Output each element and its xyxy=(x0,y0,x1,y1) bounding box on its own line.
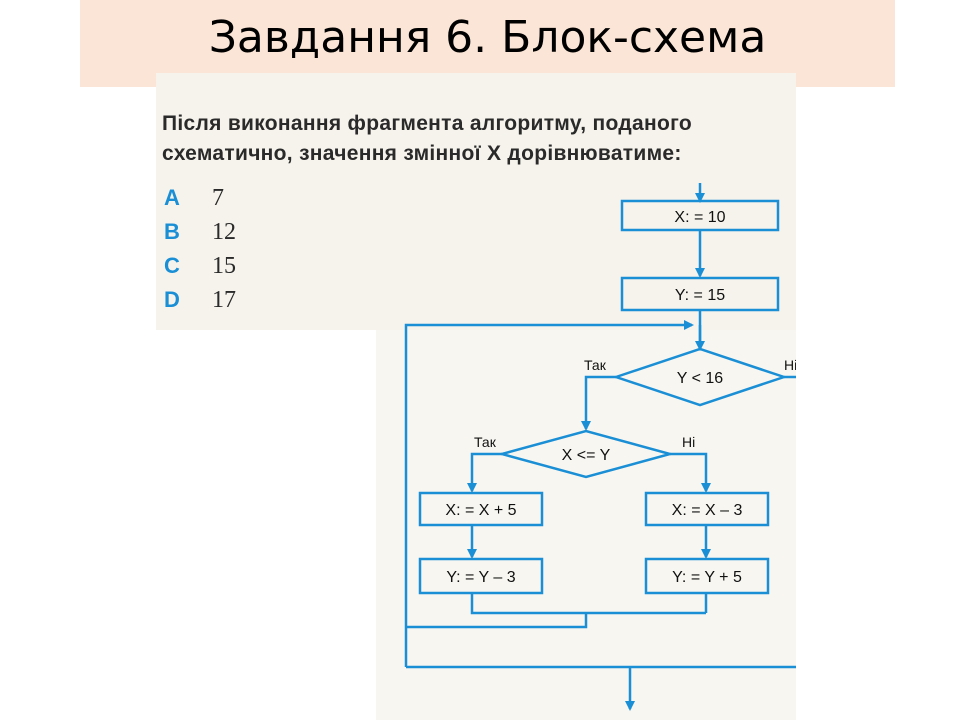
diamond-outer-condition xyxy=(612,347,788,407)
option-value: 17 xyxy=(212,286,236,313)
outer-yes-line xyxy=(581,375,616,431)
inner-no-line xyxy=(670,452,711,493)
option-letter: B xyxy=(164,219,180,244)
option-b: B 12 xyxy=(164,215,236,249)
block-x-plus-5 xyxy=(418,491,544,527)
question-text: Після виконання фрагмента алгоритму, под… xyxy=(162,109,782,169)
label-y-minus-3: Y: = Y – 3 xyxy=(446,569,515,586)
option-d: D 17 xyxy=(164,283,236,317)
question-line-1: Після виконання фрагмента алгоритму, под… xyxy=(162,112,692,135)
join-line xyxy=(470,593,706,615)
label-inner-condition: X <= Y xyxy=(562,447,611,464)
label-inner-no: Ні xyxy=(682,434,695,450)
flowchart: X: = 10 Y: = 15 Y < 16 X <= Y Так Ні Так… xyxy=(404,183,796,711)
block-y-plus-5 xyxy=(644,557,770,595)
diamond-inner-condition xyxy=(497,429,675,479)
option-letter: D xyxy=(164,287,180,312)
block-init-x xyxy=(620,199,780,232)
option-value: 7 xyxy=(212,184,224,211)
title-band: Завдання 6. Блок-схема xyxy=(80,0,895,87)
option-value: 15 xyxy=(212,252,236,279)
label-init-y: Y: = 15 xyxy=(675,287,725,304)
label-y-plus-5: Y: = Y + 5 xyxy=(672,569,742,586)
option-value: 12 xyxy=(212,218,236,245)
inner-yes-line xyxy=(467,452,502,493)
block-x-minus-3 xyxy=(644,491,770,527)
option-a: A 7 xyxy=(164,181,236,215)
label-outer-condition: Y < 16 xyxy=(677,370,724,387)
option-letter: A xyxy=(164,185,180,210)
option-c: C 15 xyxy=(164,249,236,283)
label-init-x: X: = 10 xyxy=(674,209,725,226)
loop-return-line xyxy=(404,323,688,667)
question-line-2: схематично, значення змінної X дорівнюва… xyxy=(162,142,682,165)
option-letter: C xyxy=(164,253,180,278)
scanned-task: Після виконання фрагмента алгоритму, под… xyxy=(156,73,796,720)
label-outer-no: Ні xyxy=(784,357,796,373)
outer-no-line xyxy=(630,375,796,669)
slide-title: Завдання 6. Блок-схема xyxy=(208,12,767,63)
loop-connector xyxy=(406,613,588,629)
label-outer-yes: Так xyxy=(584,357,607,373)
block-y-minus-3 xyxy=(418,557,544,595)
label-inner-yes: Так xyxy=(474,434,497,450)
block-init-y xyxy=(620,276,780,312)
label-x-minus-3: X: = X – 3 xyxy=(672,502,743,519)
label-x-plus-5: X: = X + 5 xyxy=(445,502,516,519)
answer-options: A 7 B 12 C 15 D 17 xyxy=(164,181,236,317)
